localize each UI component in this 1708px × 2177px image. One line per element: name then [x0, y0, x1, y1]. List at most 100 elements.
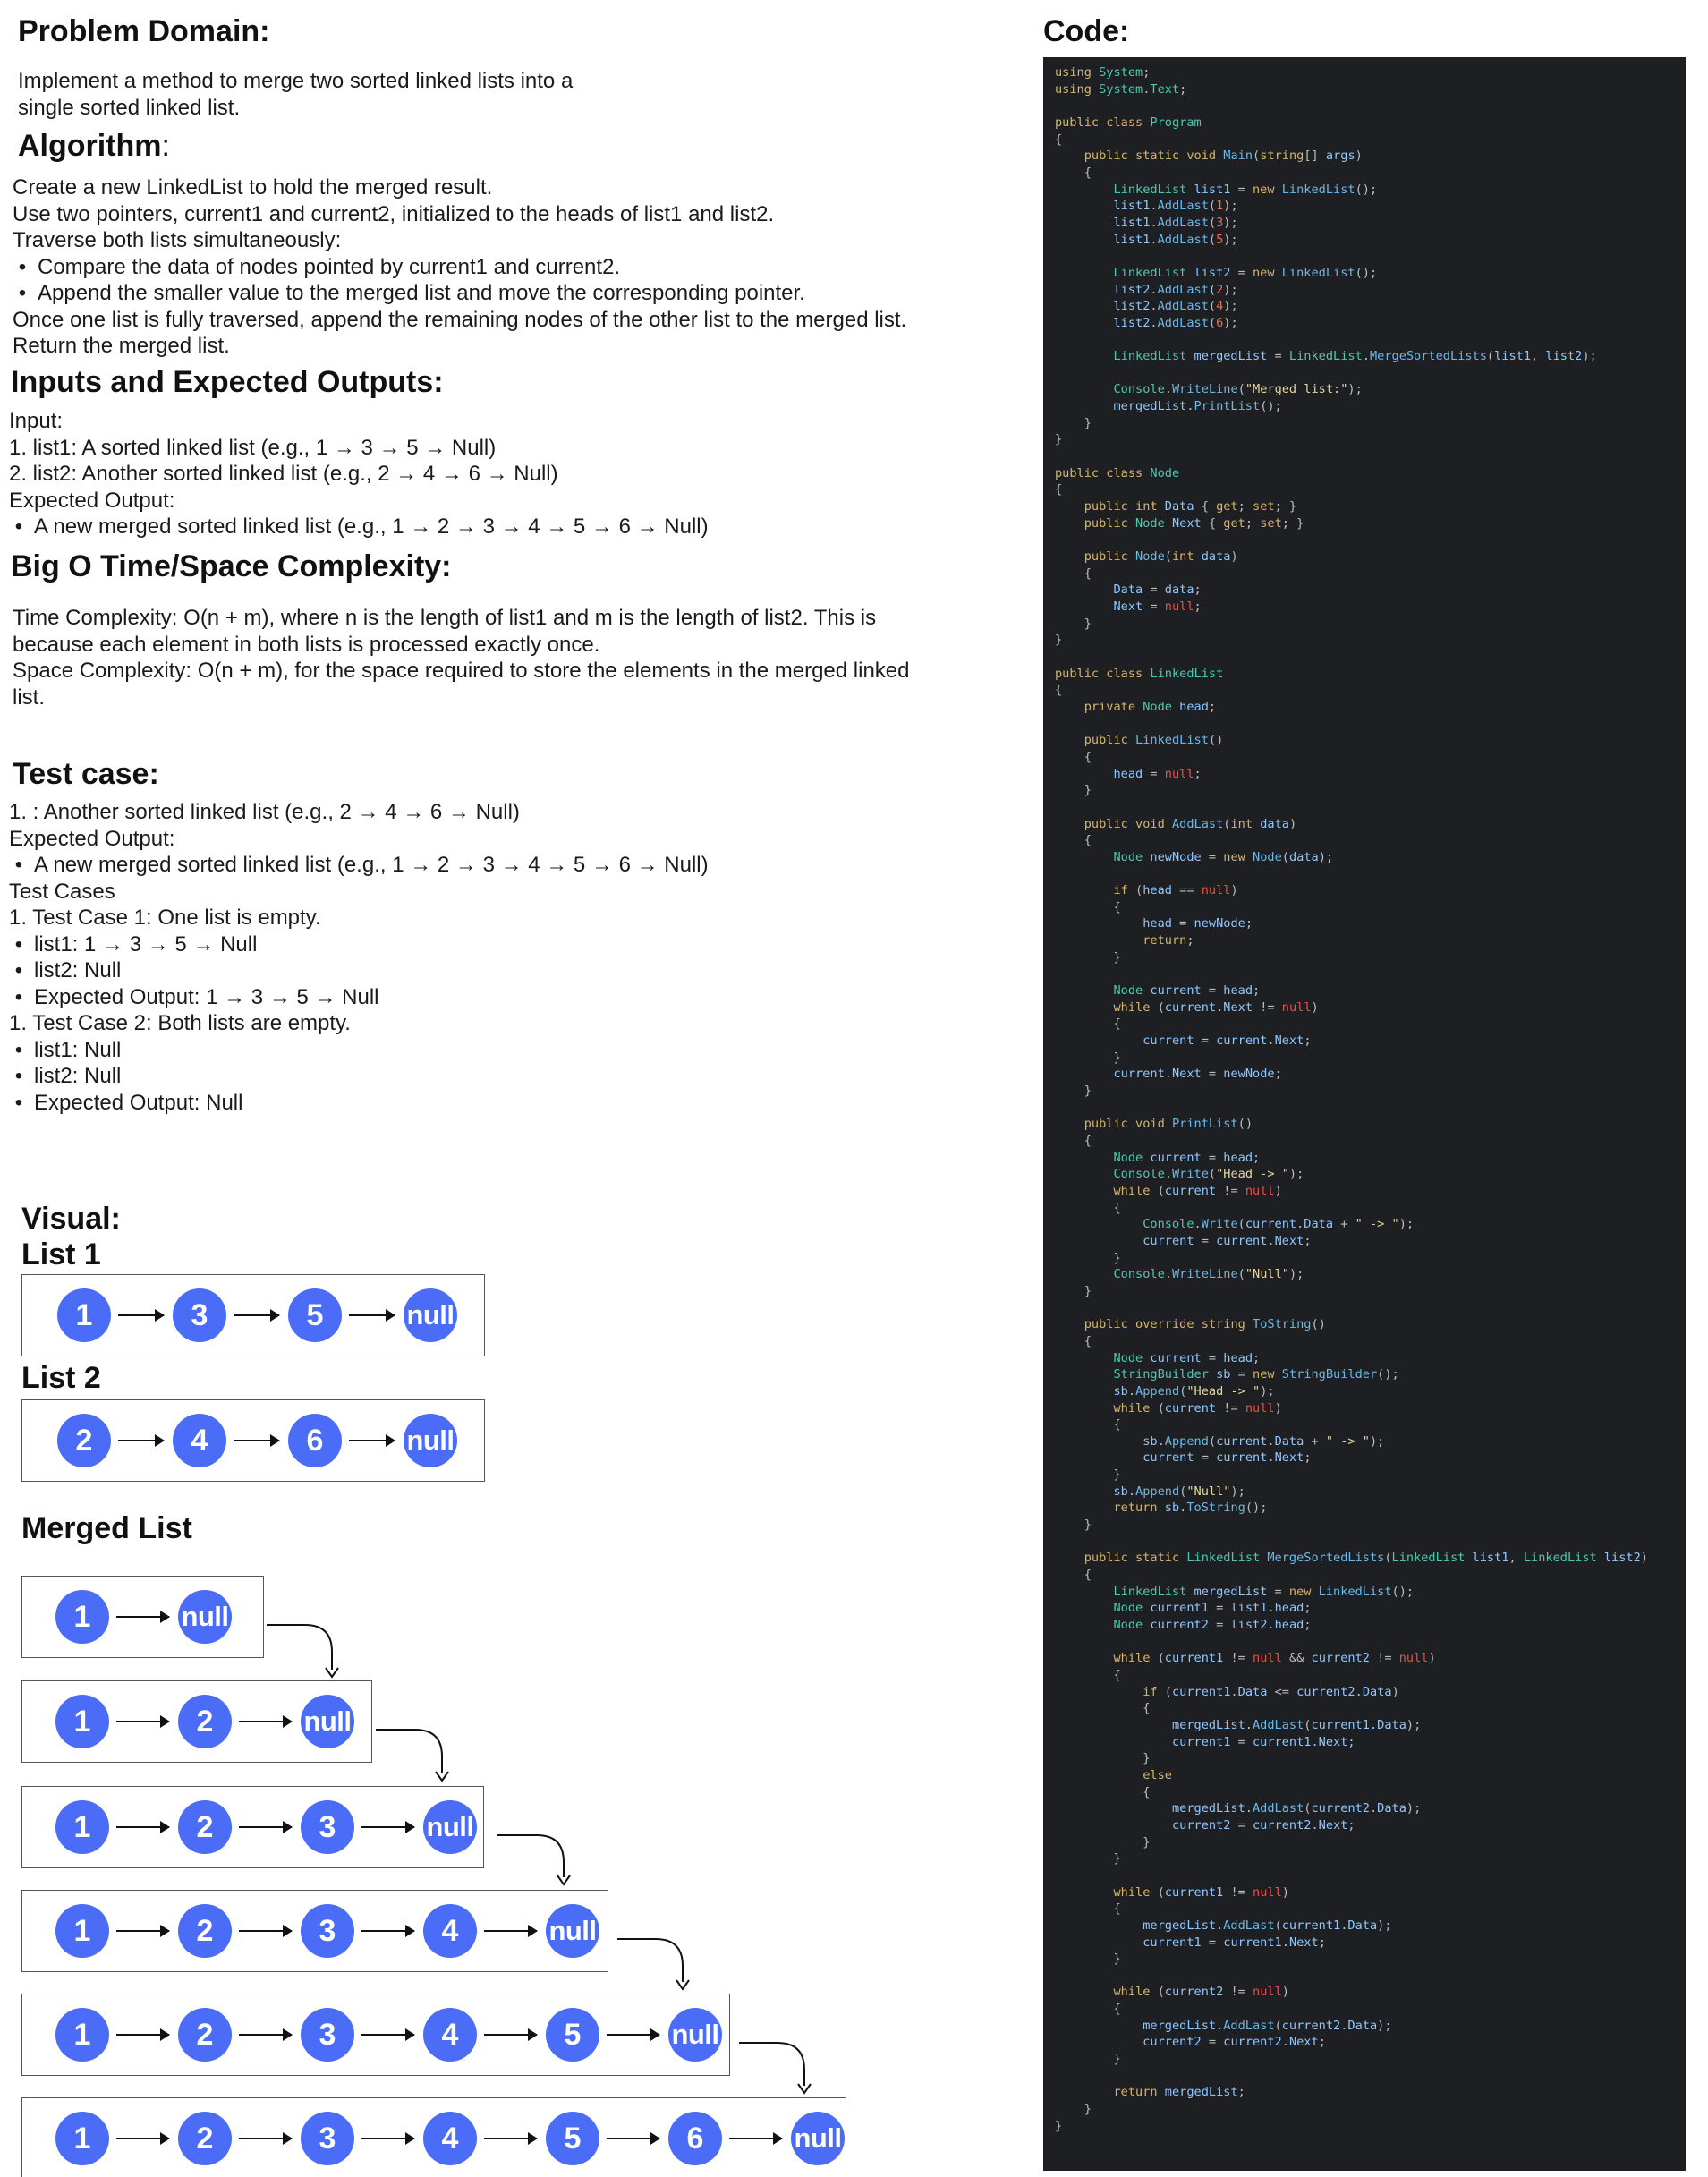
code-line: Next = null; — [1113, 600, 1202, 614]
list-node: 5 — [546, 2008, 599, 2062]
list-node: 3 — [301, 2112, 354, 2165]
code-line: { — [1055, 1016, 1121, 1032]
code-line: Node current = head; — [1113, 983, 1261, 999]
code-line: private Node head; — [1083, 699, 1217, 714]
test-case-line: Expected Output: — [9, 826, 175, 851]
code-line: Console.Write(current.Data + " -> "); — [1143, 1217, 1415, 1232]
list-node: 3 — [301, 2008, 354, 2062]
list-node: 6 — [288, 1414, 342, 1467]
code-line: current = current.Next; — [1143, 1450, 1312, 1466]
connector-arrow — [376, 1729, 443, 1773]
list-node: 3 — [173, 1288, 226, 1342]
code-line: current2 = current2.Next; — [1171, 1817, 1355, 1833]
algorithm-steps: Create a new LinkedList to hold the merg… — [13, 174, 906, 360]
algorithm-step: Use two pointers, current1 and current2,… — [13, 201, 775, 226]
io-text: Input: 1. list1: A sorted linked list (e… — [9, 408, 709, 540]
code-line: list2.AddLast(6); — [1113, 315, 1238, 330]
code-line: list1.AddLast(3); — [1113, 215, 1238, 230]
code-line: public Node(int data) — [1083, 549, 1238, 565]
null-node: null — [546, 1904, 599, 1958]
code-line: list2.AddLast(4); — [1113, 299, 1238, 314]
code-line: list2.AddLast(2); — [1113, 282, 1238, 297]
test-case-line: Expected Output: 1 → 3 → 5 → Null — [9, 984, 709, 1011]
code-line: { — [1055, 2002, 1121, 2017]
code-line: LinkedList mergedList = new LinkedList()… — [1113, 1584, 1415, 1599]
connector-arrow — [497, 1834, 565, 1877]
code-line: } — [1055, 1834, 1151, 1850]
problem-line: Implement a method to merge two sorted l… — [18, 69, 574, 93]
code-line: } — [1055, 1084, 1092, 1099]
code-line: } — [1055, 1851, 1121, 1867]
code-line: while (current1 != null) — [1113, 1884, 1289, 1900]
next-arrow — [234, 1309, 280, 1322]
complexity-heading: Big O Time/Space Complexity: — [11, 549, 452, 583]
code-line: while (current.Next != null) — [1113, 999, 1319, 1015]
list-node: 6 — [668, 2112, 722, 2165]
code-line: LinkedList mergedList = LinkedList.Merge… — [1113, 349, 1597, 364]
complexity-line: because each element in both lists is pr… — [13, 632, 600, 657]
next-arrow — [361, 2132, 415, 2145]
code-line: public class Program — [1055, 115, 1202, 130]
next-arrow — [116, 2132, 170, 2145]
next-arrow — [361, 2028, 415, 2041]
test-case-line: Test Cases — [9, 879, 115, 904]
code-line: while (current != null) — [1113, 1183, 1282, 1198]
code-line: } — [1055, 1050, 1121, 1065]
code-line: while (current != null) — [1113, 1400, 1282, 1416]
code-line: Node current2 = list2.head; — [1113, 1618, 1312, 1633]
code-line: { — [1055, 566, 1092, 581]
code-line: } — [1055, 949, 1121, 965]
list-node: 1 — [55, 1904, 109, 1958]
code-line: sb.Append("Null"); — [1113, 1484, 1245, 1499]
code-line: sb.Append(current.Data + " -> "); — [1143, 1433, 1385, 1449]
io-line: Input: — [9, 409, 64, 433]
connector-arrow — [739, 2042, 805, 2086]
test-case-line: list2: Null — [9, 957, 709, 984]
next-arrow — [484, 2132, 538, 2145]
code-line: public override string ToString() — [1083, 1317, 1326, 1332]
test-case-line: 1. Test Case 1: One list is empty. — [9, 906, 321, 930]
list-node: 1 — [55, 1695, 109, 1748]
code-line: Node current = head; — [1113, 1350, 1261, 1365]
test-case-text: 1. : Another sorted linked list (e.g., 2… — [9, 799, 709, 1116]
code-line: list1.AddLast(1); — [1113, 199, 1238, 214]
code-line: ​ — [1055, 2068, 1648, 2085]
next-arrow — [484, 1925, 538, 1937]
code-block[interactable]: using System;using System.Text;​public c… — [1055, 64, 1648, 2134]
list-node: 2 — [57, 1414, 111, 1467]
code-line: public static LinkedList MergeSortedList… — [1083, 1551, 1648, 1566]
code-line: ​ — [1055, 716, 1648, 733]
null-node: null — [791, 2112, 845, 2165]
null-node: null — [668, 2008, 722, 2062]
code-line: current1 = current1.Next; — [1143, 1935, 1326, 1950]
io-line: 1. list1: A sorted linked list (e.g., 1 … — [9, 435, 497, 460]
next-arrow — [361, 1925, 415, 1937]
code-line: current1 = current1.Next; — [1171, 1734, 1355, 1749]
code-line: } — [1055, 1751, 1151, 1766]
algorithm-step: Once one list is fully traversed, append… — [13, 307, 907, 332]
code-line: LinkedList list2 = new LinkedList(); — [1113, 265, 1378, 280]
code-line: { — [1055, 1701, 1151, 1716]
list-node: 1 — [55, 2112, 109, 2165]
test-case-line: A new merged sorted linked list (e.g., 1… — [9, 852, 709, 879]
code-line: ​ — [1055, 1100, 1648, 1117]
code-line: head = null; — [1113, 766, 1202, 781]
list-node: 2 — [178, 2112, 232, 2165]
list2-label: List 2 — [21, 1361, 101, 1395]
code-line: public int Data { get; set; } — [1083, 499, 1297, 514]
code-line: ​ — [1055, 1534, 1648, 1551]
io-line: 2. list2: Another sorted linked list (e.… — [9, 462, 558, 486]
list-node: 5 — [288, 1288, 342, 1342]
code-line: ​ — [1055, 649, 1648, 666]
code-line: return mergedList; — [1113, 2085, 1245, 2100]
code-line: } — [1055, 2118, 1063, 2133]
code-panel[interactable]: using System;using System.Text;​public c… — [1043, 57, 1686, 2171]
code-line: { — [1055, 833, 1092, 848]
code-line: public class Node — [1055, 465, 1180, 480]
code-line: { — [1055, 683, 1063, 698]
code-heading: Code: — [1043, 14, 1130, 48]
problem-line: single sorted linked list. — [18, 95, 241, 120]
algorithm-step: Append the smaller value to the merged l… — [13, 280, 906, 307]
problem-domain-heading: Problem Domain: — [18, 14, 270, 48]
code-line: } — [1055, 2102, 1092, 2117]
